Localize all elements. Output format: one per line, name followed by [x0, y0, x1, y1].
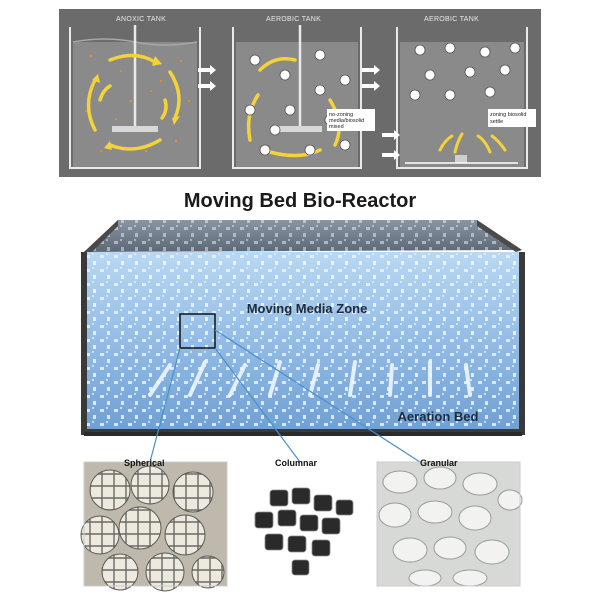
- mixer-blade: [278, 126, 322, 132]
- media-columnar: Columnar: [240, 458, 366, 586]
- tank-wall: [396, 27, 528, 169]
- aerobic-tank-zoning: AEROBIC TANK zoning biosolid settle: [382, 16, 536, 169]
- air-inflow-arrows: [382, 130, 400, 160]
- mixer-blade: [112, 126, 158, 132]
- spherical-label: Spherical: [124, 458, 165, 468]
- media-spherical: Spherical: [80, 458, 228, 592]
- note-box: [488, 109, 536, 127]
- tank-wall-left-top: [84, 220, 118, 254]
- page-title: Moving Bed Bio-Reactor: [184, 190, 416, 212]
- arrow-heads: [92, 56, 180, 150]
- columnar-pieces: [254, 487, 354, 576]
- outflow-arrows: [198, 65, 216, 91]
- note-line-1: no-zoning: [329, 112, 353, 118]
- note-line-2: media/biosolid: [329, 118, 364, 124]
- connector-lines: [149, 329, 421, 463]
- aerobic-tank-label-2: AEROBIC TANK: [424, 16, 479, 23]
- aerobic-tank-label: AEROBIC TANK: [266, 16, 321, 23]
- mixing-arrows: [86, 53, 181, 151]
- suspended-media: [409, 42, 521, 101]
- mixing-arrows: [246, 57, 341, 158]
- reactor: Moving Media Zone Aeration Bed: [81, 220, 525, 436]
- aerobic-tank-mixed: AEROBIC TANK no-zoning media/biosolid mi…: [232, 16, 380, 169]
- tank-wall-right-top: [477, 220, 522, 252]
- anoxic-tank: ANOXIC TANK: [69, 16, 216, 169]
- inflow-arrows: [362, 65, 380, 91]
- columnar-label: Columnar: [275, 458, 318, 468]
- diffuser: [455, 155, 467, 163]
- note-line-3: mixed: [329, 124, 344, 130]
- photo-border: [83, 461, 228, 587]
- aeration-arrows: [438, 132, 507, 154]
- zoom-inset: [179, 313, 216, 349]
- aeration-diffusers: [148, 360, 472, 397]
- photo-border: [376, 461, 521, 587]
- note-line-1: zoning biosolid: [490, 112, 526, 118]
- media-granular: Granular: [376, 458, 523, 587]
- granular-label: Granular: [420, 458, 458, 468]
- note-box: [327, 109, 375, 131]
- anoxic-tank-label: ANOXIC TANK: [116, 16, 166, 23]
- moving-media-zone-label: Moving Media Zone: [247, 301, 368, 316]
- media-types: Spherical Columnar: [80, 458, 523, 592]
- anoxic-tank-wall: [69, 27, 201, 169]
- granular-pieces: [378, 466, 523, 587]
- media-texture: [84, 252, 522, 432]
- process-panel: ANOXIC TANK: [59, 9, 541, 177]
- aerobic-tank-wall: [232, 27, 362, 169]
- aeration-bed-label: Aeration Bed: [398, 409, 479, 424]
- biosolid-particles: [85, 55, 190, 152]
- note-line-2: settle: [490, 119, 503, 125]
- surface-texture: [84, 220, 522, 252]
- spherical-balls: [80, 465, 225, 592]
